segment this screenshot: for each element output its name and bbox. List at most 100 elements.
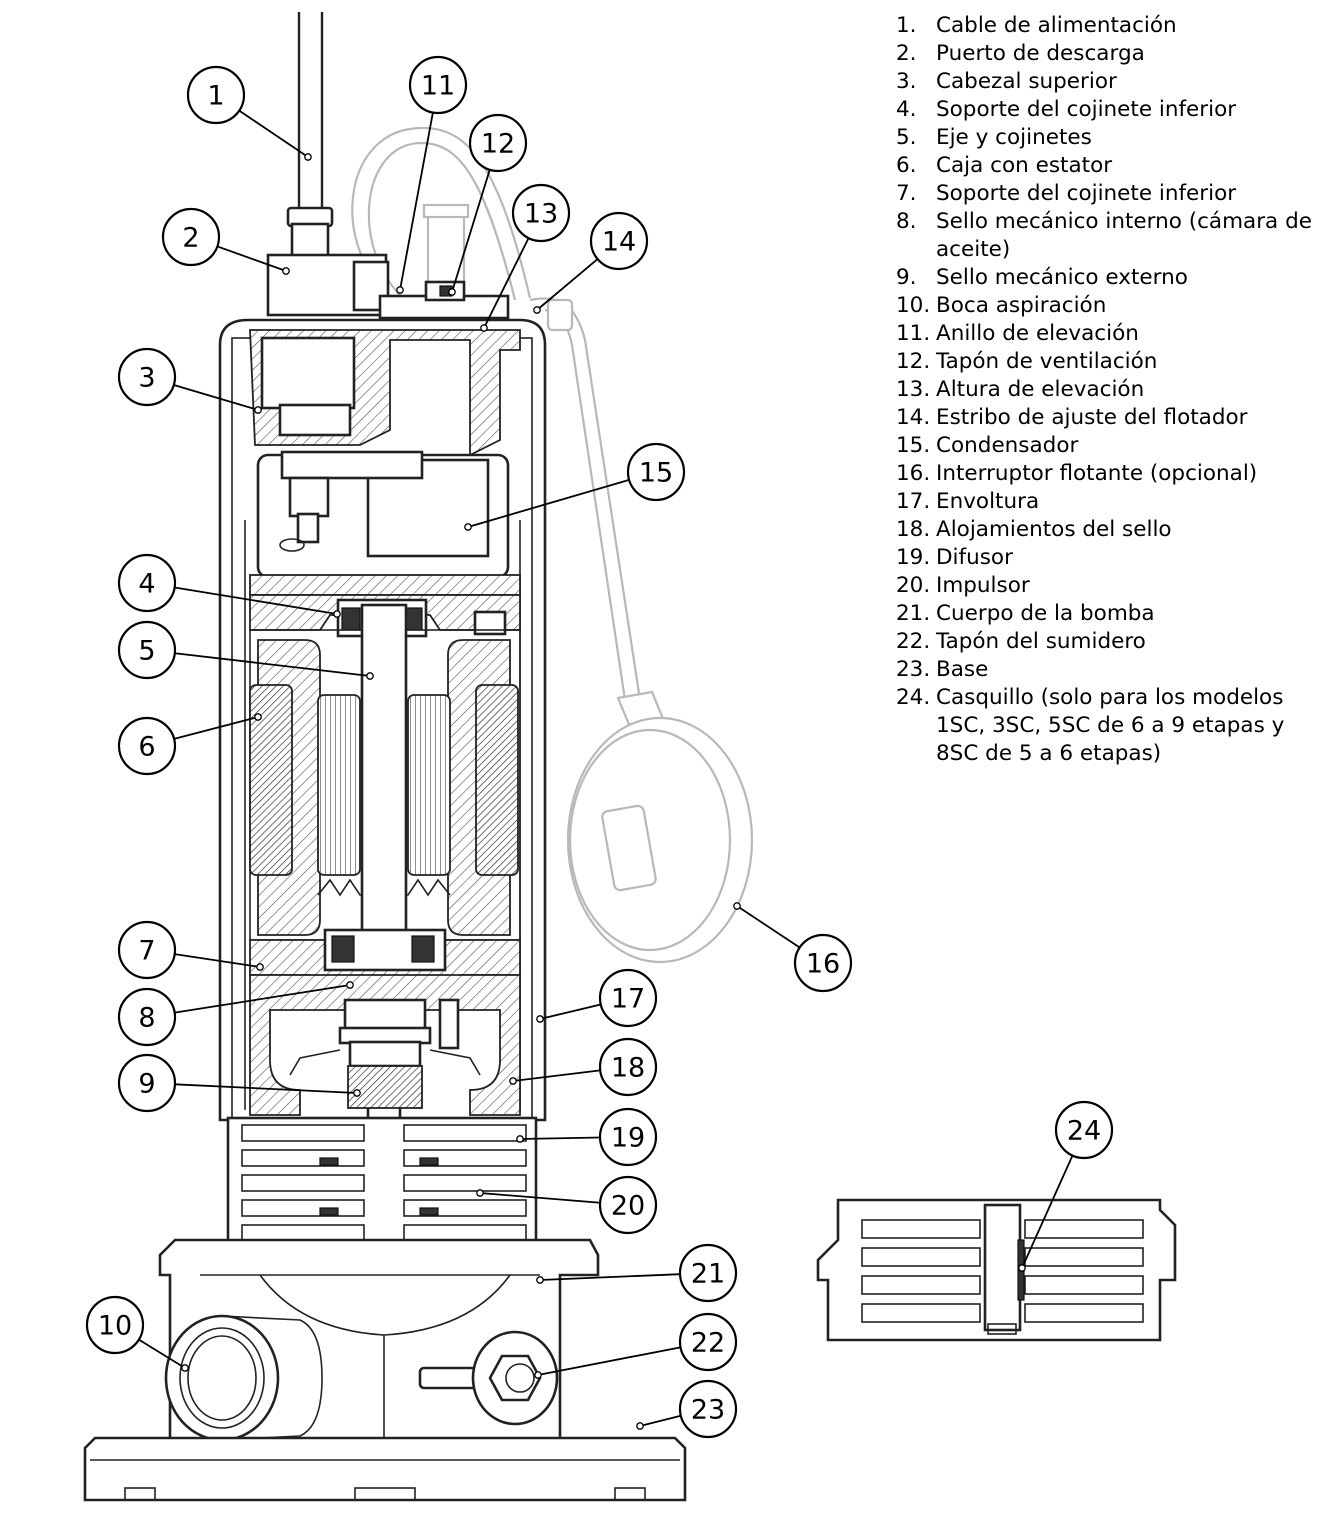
callout-13: 13 bbox=[511, 183, 571, 243]
float-switch bbox=[351, 126, 754, 964]
leader-line-22 bbox=[537, 1346, 681, 1376]
callout-circle bbox=[678, 1243, 738, 1303]
leader-line-6 bbox=[173, 716, 259, 740]
leader-dot-9 bbox=[353, 1089, 361, 1097]
callout-number: 20 bbox=[611, 1191, 645, 1222]
callout-8: 8 bbox=[117, 987, 177, 1047]
legend-item-number: 23. bbox=[896, 657, 931, 682]
legend-item-number: 9. bbox=[896, 265, 917, 290]
leader-dot-16 bbox=[733, 902, 741, 910]
legend-item-text: Caja con estator bbox=[936, 153, 1113, 178]
legend-item: 21.Cuerpo de la bomba bbox=[896, 600, 1326, 628]
legend-item: 16.Interruptor flotante (opcional) bbox=[896, 460, 1326, 488]
callout-number: 3 bbox=[138, 363, 155, 394]
detail-view-bushing bbox=[816, 1198, 1177, 1342]
leader-dot-2 bbox=[282, 267, 290, 275]
legend-item: 8. Sello mecánico interno (cámara de acei… bbox=[896, 208, 1326, 264]
legend-item-text: Difusor bbox=[936, 545, 1013, 570]
discharge-port bbox=[266, 253, 510, 320]
legend-item: 4.Soporte del cojinete inferior bbox=[896, 96, 1326, 124]
legend-item-text: Anillo de elevación bbox=[936, 321, 1139, 346]
callout-6: 6 bbox=[117, 716, 177, 776]
legend-item-text: Sello mecánico interno (cámara de aceite… bbox=[936, 209, 1312, 262]
callout-7: 7 bbox=[117, 920, 177, 980]
legend-item-number: 3. bbox=[896, 69, 917, 94]
legend-item-text: Puerto de descarga bbox=[936, 41, 1145, 66]
legend-item: 7. Soporte del cojinete inferior bbox=[896, 180, 1326, 208]
leader-dot-7 bbox=[256, 963, 264, 971]
callout-circle bbox=[1054, 1100, 1114, 1160]
callout-number: 10 bbox=[98, 1311, 132, 1342]
legend-item-number: 18. bbox=[896, 517, 931, 542]
legend-item-text: Casquillo (solo para los modelos 1SC, 3S… bbox=[936, 685, 1285, 766]
leader-dot-18 bbox=[509, 1077, 517, 1085]
legend-item-text: Soporte del cojinete inferior bbox=[936, 181, 1237, 206]
legend-item-text: Cuerpo de la bomba bbox=[936, 601, 1155, 626]
legend-item: 11.Anillo de elevación bbox=[896, 320, 1326, 348]
legend-item-number: 8. bbox=[896, 209, 917, 234]
callout-23: 23 bbox=[678, 1379, 738, 1439]
legend-item-number: 21. bbox=[896, 601, 931, 626]
leader-dot-4 bbox=[333, 610, 341, 618]
callout-17: 17 bbox=[598, 968, 658, 1028]
leader-line-20 bbox=[479, 1192, 601, 1204]
callout-12: 12 bbox=[468, 113, 528, 173]
callout-number: 21 bbox=[691, 1259, 725, 1290]
leader-line-17 bbox=[539, 1003, 601, 1020]
callout-number: 4 bbox=[138, 569, 155, 600]
legend-item-number: 4. bbox=[896, 97, 917, 122]
callout-24: 24 bbox=[1054, 1100, 1114, 1160]
callout-number: 22 bbox=[691, 1328, 725, 1359]
legend-item: 19.Difusor bbox=[896, 544, 1326, 572]
legend-item-number: 10. bbox=[896, 293, 931, 318]
legend-item-number: 11. bbox=[896, 321, 931, 346]
callout-circle bbox=[161, 207, 221, 267]
legend-item-number: 2. bbox=[896, 41, 917, 66]
legend-item-text: Cabezal superior bbox=[936, 69, 1117, 94]
legend-item-number: 13. bbox=[896, 377, 931, 402]
callout-circle bbox=[511, 183, 571, 243]
legend-item-number: 6. bbox=[896, 153, 917, 178]
leader-dot-8 bbox=[346, 981, 354, 989]
leader-line-2 bbox=[217, 245, 287, 272]
legend-item-number: 16. bbox=[896, 461, 931, 486]
callout-number: 5 bbox=[138, 636, 155, 667]
callout-14: 14 bbox=[589, 211, 649, 271]
stator-housing bbox=[249, 629, 521, 941]
leader-line-15 bbox=[467, 478, 630, 528]
legend-item-text: Tapón del sumidero bbox=[936, 629, 1146, 654]
legend-item-number: 17. bbox=[896, 489, 931, 514]
callout-16: 16 bbox=[793, 933, 853, 993]
legend-item-text: Eje y cojinetes bbox=[936, 125, 1092, 150]
callout-number: 15 bbox=[639, 458, 673, 489]
leader-dot-17 bbox=[536, 1015, 544, 1023]
callout-1: 1 bbox=[186, 65, 246, 125]
leader-dot-22 bbox=[534, 1371, 542, 1379]
leader-line-14 bbox=[536, 258, 599, 311]
legend-item: 12.Tapón de ventilación bbox=[896, 348, 1326, 376]
leader-dot-10 bbox=[181, 1364, 189, 1372]
leader-dot-24 bbox=[1018, 1264, 1026, 1272]
callout-20: 20 bbox=[598, 1175, 658, 1235]
legend-item-number: 24. bbox=[896, 685, 931, 710]
callout-circle bbox=[678, 1379, 738, 1439]
legend-item: 20.Impulsor bbox=[896, 572, 1326, 600]
legend-item: 14.Estribo de ajuste del flotador bbox=[896, 404, 1326, 432]
callout-22: 22 bbox=[678, 1312, 738, 1372]
legend-item-number: 7. bbox=[896, 181, 917, 206]
leader-line-11 bbox=[399, 112, 434, 291]
callout-3: 3 bbox=[117, 347, 177, 407]
leader-dot-1 bbox=[304, 153, 312, 161]
legend-item-number: 12. bbox=[896, 349, 931, 374]
callout-5: 5 bbox=[117, 620, 177, 680]
callout-circle bbox=[117, 620, 177, 680]
legend-item: 2. Puerto de descarga bbox=[896, 40, 1326, 68]
legend-item-number: 1. bbox=[896, 13, 917, 38]
callout-circle bbox=[117, 1053, 177, 1113]
leader-line-19 bbox=[519, 1136, 601, 1140]
leader-line-4 bbox=[174, 586, 338, 615]
suction-inlet bbox=[164, 1314, 323, 1442]
callout-circle bbox=[408, 55, 468, 115]
leader-line-12 bbox=[451, 169, 491, 293]
legend-item-number: 20. bbox=[896, 573, 931, 598]
